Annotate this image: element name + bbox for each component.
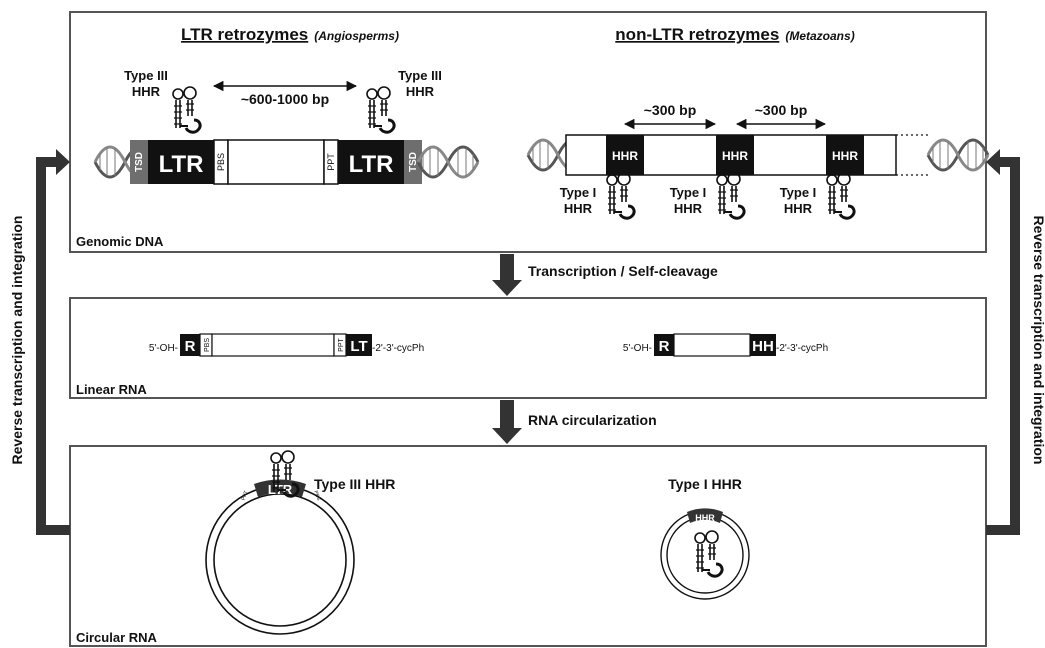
reverse-transcription-right-label: Reverse transcription and integration [1031,216,1045,465]
tsd-right [404,140,422,184]
nonltr-linear-hh-block [750,334,776,356]
tsd-left [130,140,148,184]
type-i-hhr-icon-2 [715,171,746,220]
ppt-label: PPT [326,153,336,171]
ltr-linear-lt-block [346,334,372,356]
ltr-circular-rna-outer [205,485,355,635]
type-i-hhr-icon-1 [605,171,636,220]
ltr-internal-region [227,139,325,185]
circularization-arrow [492,400,522,444]
ltr-linear-lt-label: LT [350,338,367,355]
linear-rna-panel [69,297,987,399]
hhr-block-1-label: HHR [612,149,638,163]
spacing-label-2: ~300 bp [755,102,808,118]
tsd-left-label: TSD [134,152,145,172]
ltr-block-right-label: LTR [349,151,394,178]
dna-helix-icon [926,138,990,172]
type-i-3-line2: HHR [784,201,813,216]
reverse-transcription-left-label: Reverse transcription and integration [9,216,25,465]
nonltr-circular-hhr-label: HHR [695,513,715,523]
type-i-2-line2: HHR [674,201,703,216]
ltr-linear-r-block [180,334,200,356]
type-i-2-line1: Type I [670,185,707,200]
linear-rna-label: Linear RNA [76,382,147,397]
ltr-linear-r-label: R [185,338,196,355]
hhr-block-1 [606,135,644,175]
type-i-hhr-circular-label: Type I HHR [668,476,742,492]
type-i-1-line1: Type I [560,185,597,200]
type-i-hhr-icon-3 [825,171,856,220]
ltr-circular-rna-inner [213,493,347,627]
transcription-arrow [492,254,522,296]
ltr-linear-3prime: -2'-3'-cycPh [372,343,424,354]
ltr-linear-5prime: 5'-OH- [149,343,178,354]
type-i-3-line1: Type I [780,185,817,200]
tsd-right-label: TSD [408,152,419,172]
circular-rna-label: Circular RNA [76,630,158,645]
dna-helix-icon [416,145,480,179]
type-iii-hhr-icon-left [171,85,202,134]
circularization-step-label: RNA circularization [528,412,657,428]
hhr-block-3-label: HHR [832,149,858,163]
ltr-linear-pbs-label: PBS [204,338,211,352]
type-iii-left-line2: HHR [132,84,161,99]
type-iii-right-line1: Type III [398,68,442,83]
nonltr-linear-r-block [654,334,674,356]
type-iii-hhr-icon-right [365,85,396,134]
hhr-block-2 [716,135,754,175]
ltr-block-left-label: LTR [159,151,204,178]
type-iii-hhr-circular-label: Type III HHR [314,476,395,492]
spacing-label-1: ~300 bp [644,102,697,118]
nonltr-linear-hh-label: HH [752,338,774,355]
transcription-step-label: Transcription / Self-cleavage [528,263,718,279]
ltr-block-right [338,140,404,184]
ltr-block-left [148,140,214,184]
ltr-linear-ppt-label: PPT [338,337,345,351]
nonltr-circular-rna-outer [660,510,750,600]
ltr-distance-label: ~600-1000 bp [241,91,329,107]
genomic-dna-panel [69,11,987,253]
nonltr-circular-hhr-arc [687,508,723,523]
ltr-circular-ppt-label: PPT [241,490,250,501]
ltr-retrozymes-title: LTR retrozymes(Angiosperms) [181,25,399,44]
reverse-transcription-arrow-left [36,149,70,535]
type-iii-left-line1: Type III [124,68,168,83]
type-i-1-line2: HHR [564,201,593,216]
nonltr-linear-5prime: 5'-OH- [623,343,652,354]
hhr-block-3 [826,135,864,175]
nonltr-retrozymes-title: non-LTR retrozymes(Metazoans) [615,25,854,44]
ltr-linear-body [211,333,335,357]
hhr-block-2-label: HHR [722,149,748,163]
circular-rna-panel [69,445,987,647]
reverse-transcription-arrow-right [986,149,1020,535]
genomic-dna-label: Genomic DNA [76,234,164,249]
nonltr-linear-body [673,333,751,357]
type-iii-right-line2: HHR [406,84,435,99]
ltr-circular-pbs-label: PBS [312,490,321,502]
nonltr-linear-3prime: -2'-3'-cycPh [776,343,828,354]
pbs-label: PBS [216,153,226,171]
nonltr-linear-r-label: R [659,338,670,355]
